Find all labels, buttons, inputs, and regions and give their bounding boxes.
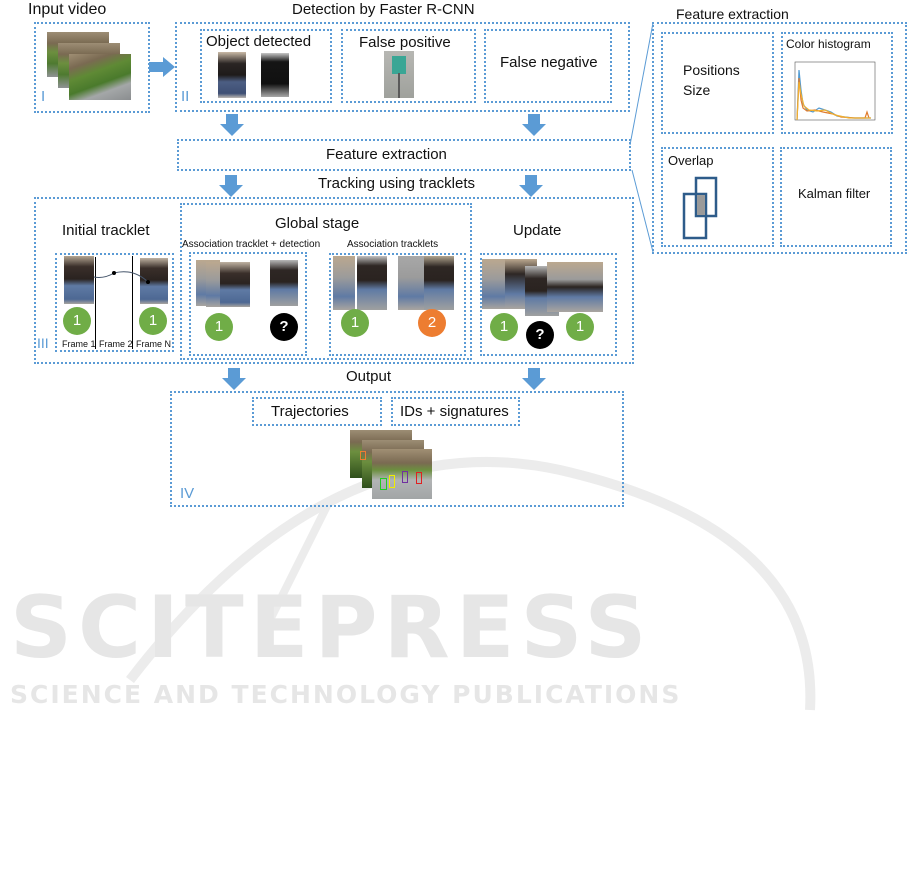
- ids-signatures-box: IDs + signatures: [391, 397, 520, 426]
- frame-divider: [132, 256, 133, 349]
- tracklet-stack-image: [424, 256, 454, 310]
- ids-signatures-label: IDs + signatures: [400, 403, 509, 420]
- tracked-box-yellow: [389, 475, 395, 488]
- detected-person-image: [218, 52, 246, 98]
- feature-extraction-bar-label: Feature extraction: [326, 146, 447, 163]
- kalman-filter-cell: Kalman filter: [780, 147, 892, 247]
- tracked-box-red: [416, 472, 422, 484]
- frame-label: Frame 2: [99, 339, 133, 349]
- arrow-down-icon: [222, 368, 246, 390]
- detected-person-image: [261, 53, 289, 97]
- initial-tracklet-title: Initial tracklet: [62, 222, 150, 239]
- trajectories-label: Trajectories: [271, 403, 349, 420]
- association-detection-label: Association tracklet + detection: [182, 239, 321, 250]
- tracking-title: Tracking using tracklets: [318, 175, 476, 192]
- frame-divider: [95, 257, 96, 349]
- update-tracklet-image: [547, 262, 603, 312]
- initial-tracklet-box: III: [37, 253, 174, 352]
- id-badge: 2: [418, 309, 446, 337]
- association-detection-box: [189, 252, 307, 356]
- tracked-box-orange: [360, 451, 366, 460]
- watermark-title: SCITEPRESS: [10, 578, 653, 678]
- stage-iv-numeral: IV: [180, 485, 195, 502]
- stage-i-numeral: I: [41, 88, 46, 105]
- frame-label: Frame 1: [62, 339, 96, 349]
- watermark-swoosh: [126, 456, 816, 711]
- id-badge: 1: [566, 313, 594, 341]
- tracklet-person-image: [64, 256, 94, 304]
- feature-extraction-bar: Feature extraction: [177, 139, 631, 171]
- id-badge: 1: [63, 307, 91, 335]
- watermark-subtitle: SCIENCE AND TECHNOLOGY PUBLICATIONS: [10, 680, 682, 709]
- id-badge: 1: [341, 309, 369, 337]
- overlap-label: Overlap: [668, 153, 714, 168]
- detection-person-image: [270, 260, 298, 306]
- object-detected-label: Object detected: [206, 33, 312, 50]
- false-negative-label: False negative: [500, 54, 598, 71]
- overlap-cell: Overlap: [661, 147, 774, 247]
- object-detected-box: Object detected: [200, 29, 332, 103]
- positions-label: Positions: [683, 62, 740, 78]
- video-frame: [69, 54, 131, 100]
- stage-ii-box: II: [175, 22, 630, 112]
- stage-iii-box: [34, 197, 634, 364]
- tracklet-stack-image: [220, 262, 250, 307]
- false-positive-label: False positive: [359, 34, 451, 51]
- frame-label: Frame N: [136, 339, 172, 349]
- tracklet-stack-image: [357, 256, 387, 310]
- global-stage-box: Global stage: [180, 203, 472, 360]
- arrow-down-icon: [522, 114, 546, 136]
- overlap-boxes-icon: [682, 176, 718, 240]
- arrow-right-icon: [149, 57, 175, 77]
- arrow-down-icon: [219, 175, 243, 197]
- color-histogram-label: Color histogram: [786, 37, 871, 51]
- trajectory-line: [94, 271, 150, 284]
- false-positive-sign-image: [384, 51, 414, 98]
- arrow-down-icon: [220, 114, 244, 136]
- stage-ii-numeral: II: [181, 88, 190, 105]
- detection-title: Detection by Faster R-CNN: [292, 1, 475, 18]
- trajectories-box: Trajectories: [252, 397, 382, 426]
- output-frame: [360, 449, 432, 499]
- size-label: Size: [683, 82, 711, 98]
- global-stage-title: Global stage: [275, 215, 360, 232]
- id-badge: 1: [205, 313, 233, 341]
- stage-iii-numeral: III: [37, 335, 49, 351]
- id-badge: 1: [490, 313, 518, 341]
- stage-iv-box: IV: [170, 391, 624, 507]
- unknown-id-badge: ?: [526, 321, 554, 349]
- false-positive-box: False positive: [341, 29, 476, 103]
- id-badge: 1: [139, 307, 167, 335]
- positions-size-cell: Positions Size: [661, 32, 774, 134]
- tracklet-stack-image: [333, 256, 355, 310]
- association-tracklets-box: [329, 253, 466, 356]
- association-tracklets-label: Association tracklets: [347, 239, 439, 250]
- update-title: Update: [513, 222, 562, 239]
- tracked-box-green: [380, 478, 387, 490]
- feature-panel-title: Feature extraction: [676, 6, 789, 22]
- unknown-id-badge: ?: [270, 313, 298, 341]
- arrow-down-icon: [522, 368, 546, 390]
- tracklet-person-image: [140, 258, 168, 304]
- color-histogram-cell: Color histogram: [781, 32, 893, 134]
- sign-icon: [392, 56, 406, 74]
- output-title: Output: [346, 368, 392, 385]
- tracked-box-purple: [402, 471, 408, 483]
- tracklet-stack-image: [398, 256, 424, 310]
- false-negative-box: False negative: [484, 29, 612, 103]
- update-box: [480, 253, 617, 356]
- zoom-connector-lines: [629, 22, 654, 253]
- kalman-filter-label: Kalman filter: [798, 186, 871, 201]
- sign-pole: [398, 73, 400, 98]
- feature-panel-box: [652, 22, 907, 254]
- color-histogram-plot: [794, 61, 876, 121]
- input-video-title: Input video: [28, 1, 107, 18]
- arrow-down-icon: [519, 175, 543, 197]
